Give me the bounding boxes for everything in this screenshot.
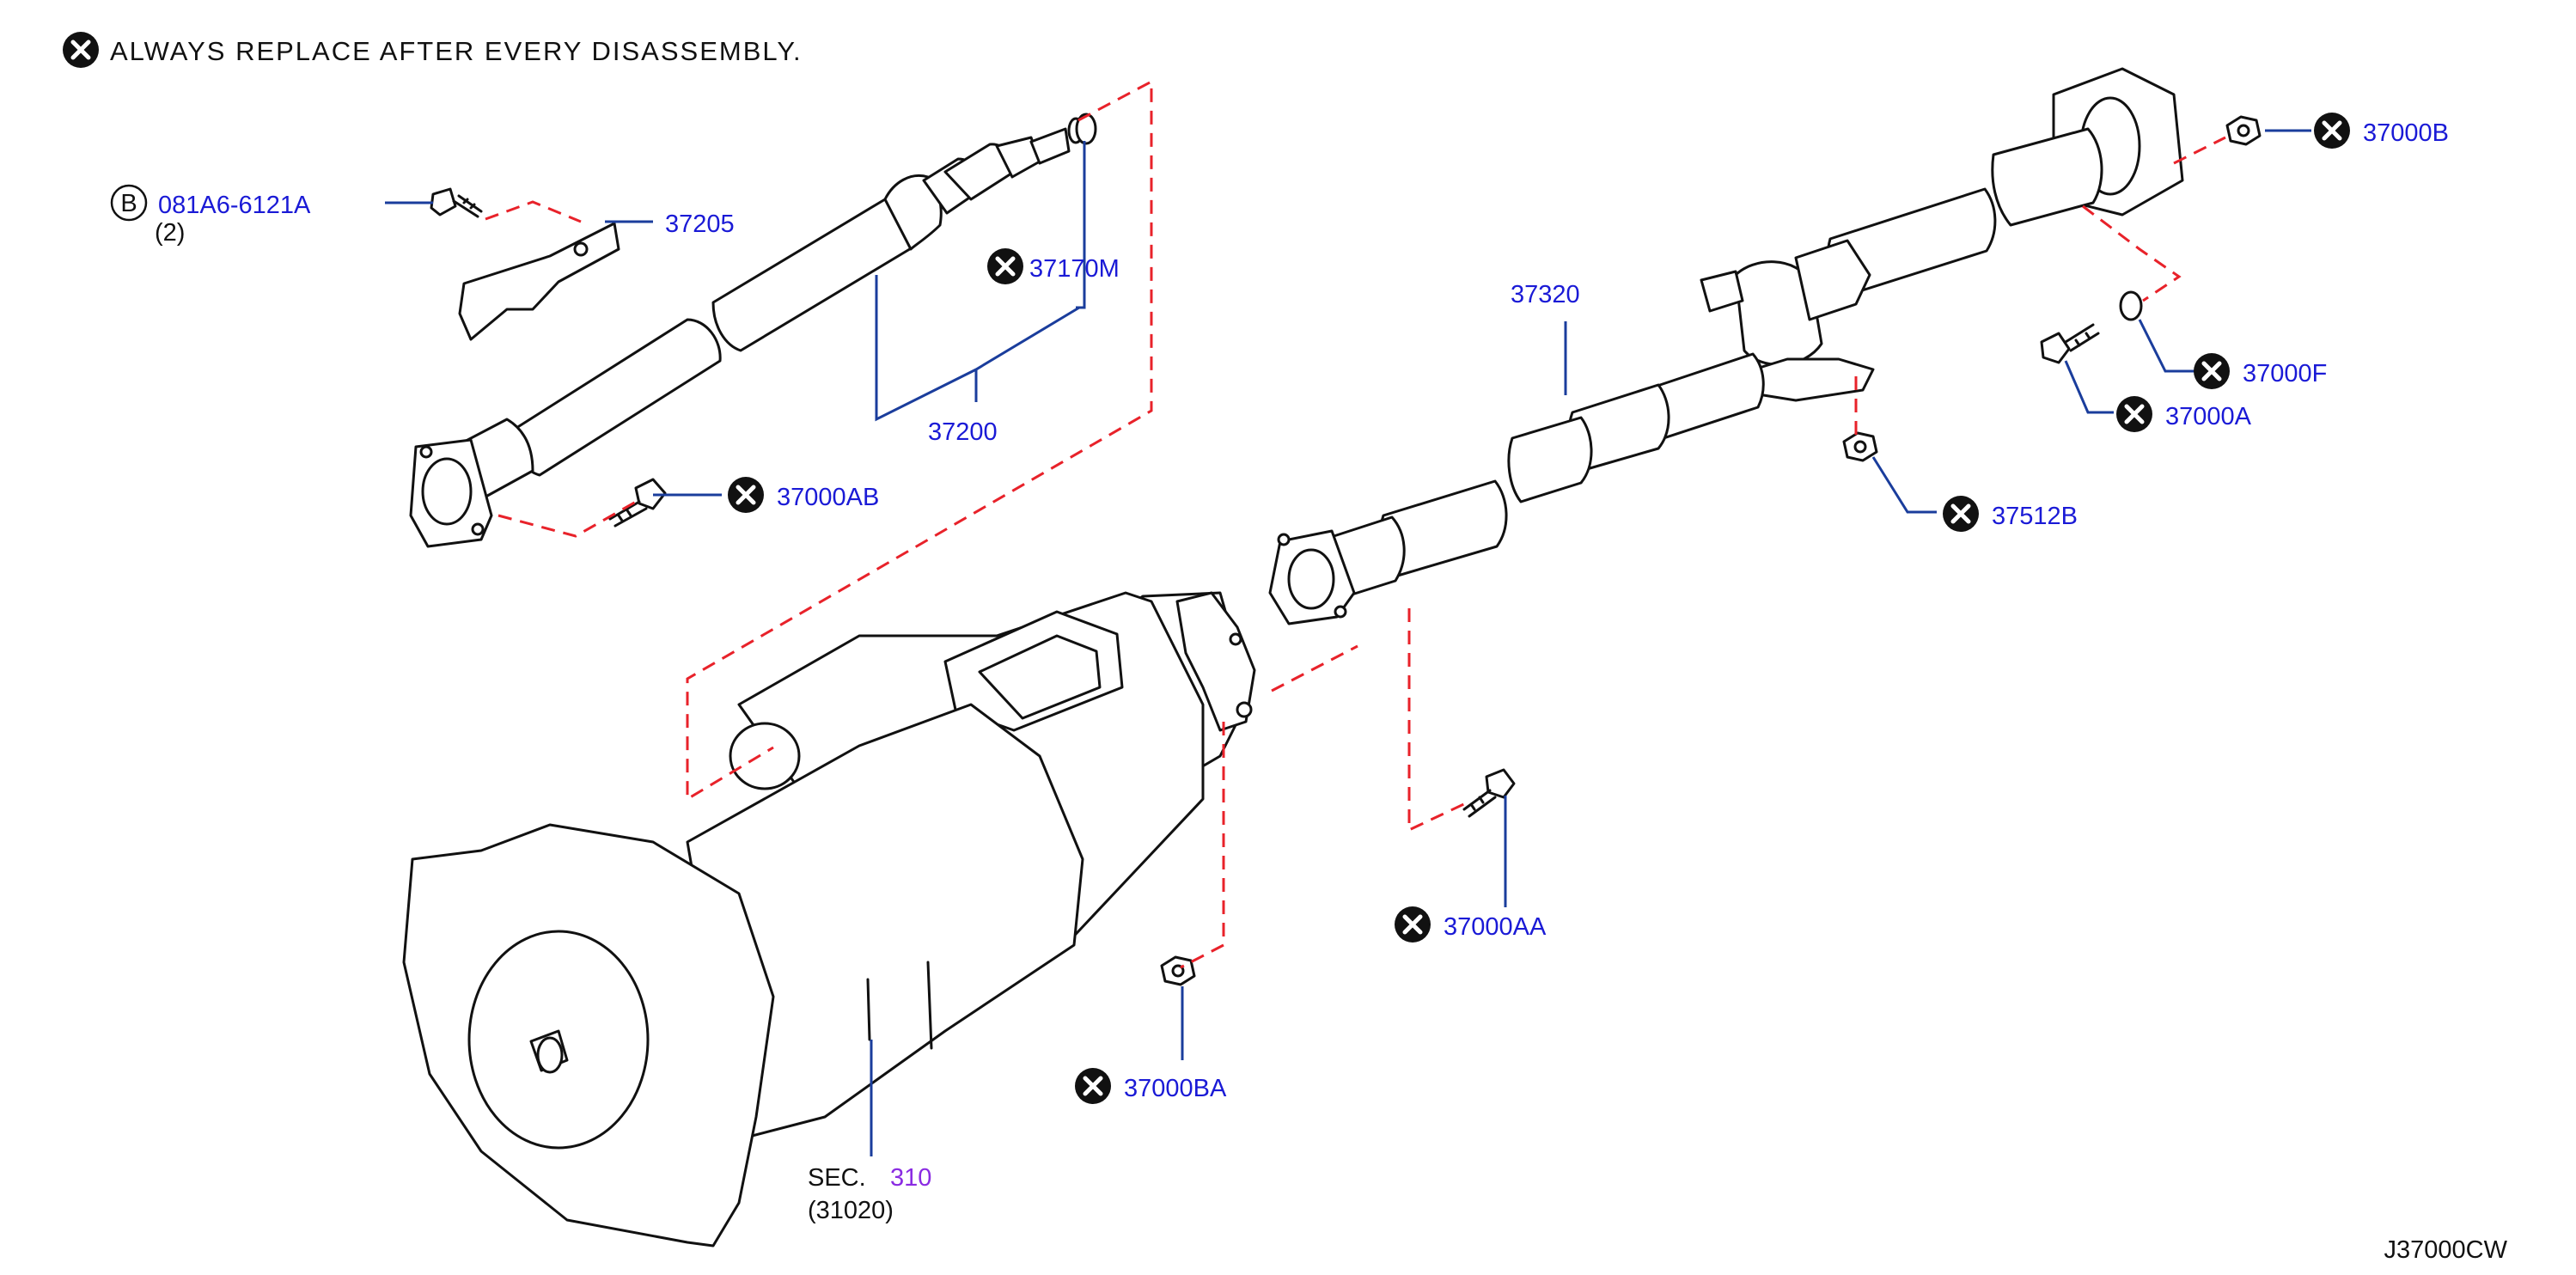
x-circle-icon	[728, 477, 764, 513]
callout-37320[interactable]: 37320	[1511, 281, 1580, 308]
callout-37200[interactable]: 37200	[928, 418, 998, 446]
callout-37000AA[interactable]: 37000AA	[1395, 906, 1547, 943]
section-part-number: (31020)	[808, 1197, 894, 1224]
flange-bolt-aa	[1462, 768, 1516, 818]
callout-37000AA-text: 37000AA	[1444, 913, 1547, 941]
section-reference[interactable]: SEC. 310 (31020)	[808, 1164, 931, 1224]
callout-37000B[interactable]: 37000B	[2314, 113, 2449, 149]
callout-37205[interactable]: 37205	[665, 210, 735, 238]
bracket-bolt	[430, 187, 483, 218]
header-note-text: ALWAYS REPLACE AFTER EVERY DISASSEMBLY.	[110, 36, 803, 66]
washer-part	[2119, 290, 2143, 321]
center-bearing-nut	[1842, 431, 1878, 462]
x-circle-icon	[63, 32, 99, 68]
bolt-ref-quantity: (2)	[155, 219, 185, 247]
x-circle-icon	[2314, 113, 2350, 149]
rear-flange-nut	[2225, 115, 2262, 146]
x-circle-icon	[1075, 1068, 1111, 1104]
bolt-ref-marker: B	[120, 190, 137, 217]
callout-37512B-text: 37512B	[1992, 503, 2078, 530]
callout-37000A[interactable]: 37000A	[2116, 396, 2252, 432]
section-prefix: SEC.	[808, 1164, 866, 1192]
callout-37000AB-text: 37000AB	[777, 484, 879, 511]
x-circle-icon	[987, 248, 1023, 284]
x-circle-icon	[1395, 906, 1431, 943]
transmission-assembly	[402, 591, 1256, 1248]
callout-37000BA[interactable]: 37000BA	[1075, 1068, 1227, 1104]
center-bearing-bolt	[2040, 323, 2100, 364]
flange-nut-ba	[1160, 955, 1196, 986]
flange-bolt-ab	[608, 478, 667, 528]
callout-bolt-ref[interactable]: B 081A6-6121A (2)	[110, 184, 311, 247]
leader-lines	[385, 129, 2311, 1156]
callout-37000B-text: 37000B	[2363, 119, 2449, 147]
front-propeller-shaft	[409, 113, 1097, 548]
callout-37170M[interactable]: 37170M	[987, 248, 1120, 284]
callout-37170M-text: 37170M	[1029, 255, 1120, 283]
callout-37000BA-text: 37000BA	[1124, 1075, 1227, 1102]
callout-37000F[interactable]: 37000F	[2194, 353, 2327, 389]
seal-ring	[1075, 113, 1097, 145]
callout-37512B[interactable]: 37512B	[1943, 496, 2078, 532]
x-circle-icon	[2194, 353, 2230, 389]
diagram-code: J37000CW	[2384, 1236, 2508, 1264]
x-circle-icon	[1943, 496, 1979, 532]
x-circle-icon	[2116, 396, 2152, 432]
callout-37000F-text: 37000F	[2243, 360, 2327, 387]
callout-37000AB[interactable]: 37000AB	[728, 477, 879, 513]
rear-propeller-shaft	[1268, 67, 2184, 625]
header-note: ALWAYS REPLACE AFTER EVERY DISASSEMBLY.	[63, 32, 803, 68]
callout-37000A-text: 37000A	[2165, 403, 2252, 430]
dashed-assembly-links	[485, 79, 2226, 969]
circled-letter-icon	[110, 184, 148, 222]
section-number-link: 310	[890, 1164, 931, 1192]
bracket-part	[458, 222, 620, 341]
callout-081A6-6121A: 081A6-6121A	[158, 192, 311, 219]
